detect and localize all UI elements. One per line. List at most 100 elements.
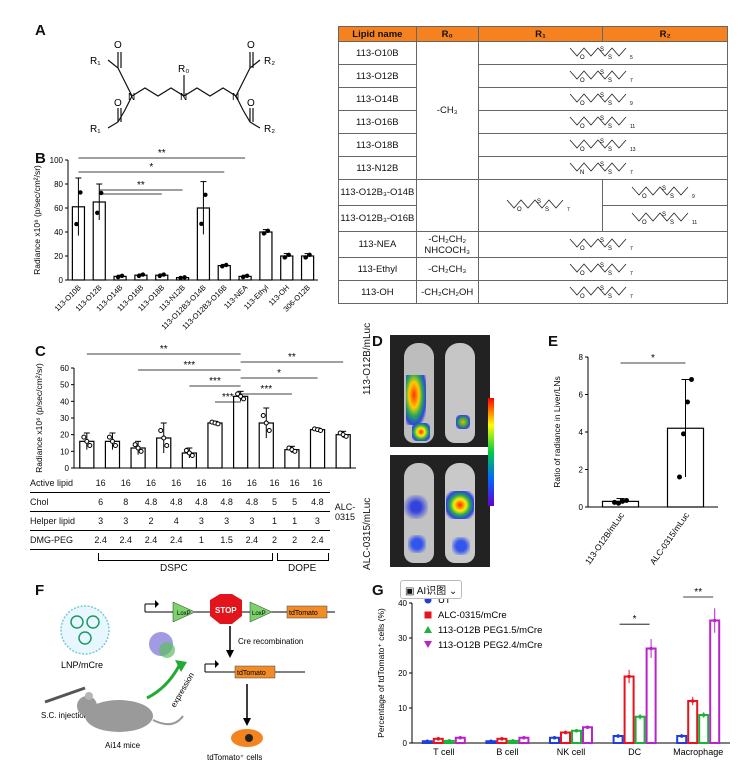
y-tick-label: 30	[398, 634, 407, 643]
data-point	[164, 443, 170, 448]
svg-text:11: 11	[692, 220, 697, 225]
sig-label: *	[149, 162, 153, 173]
data-point	[612, 499, 617, 505]
y-axis-label: Radiance x10⁶ (p/sec/cm²/sr)	[32, 165, 42, 275]
svg-text:S: S	[608, 294, 612, 299]
ai-recognize-button[interactable]: ▣ AI识图 ⌄	[400, 580, 463, 599]
loxp-2: LoxP	[252, 611, 266, 617]
data-point	[343, 433, 349, 439]
r0-ch3: -CH₃	[415, 41, 479, 180]
row-name: 113-O12B	[338, 64, 417, 88]
ai14-label: Ai14 mice	[105, 741, 141, 750]
legend-label: ALC-0315/mCre	[438, 610, 507, 621]
dspc-tick	[272, 553, 273, 561]
y-tick-label: 2	[579, 466, 584, 475]
data-point	[303, 255, 308, 260]
svg-text:11: 11	[630, 124, 635, 129]
data-point	[240, 274, 246, 280]
o-atom-4: O	[247, 98, 255, 109]
composition-cell: 2.4	[239, 530, 265, 550]
bar	[687, 700, 699, 744]
svg-text:7: 7	[630, 78, 633, 83]
data-point	[307, 252, 312, 257]
panel-a-label: A	[35, 22, 46, 39]
row-name: 113-O10B	[338, 41, 417, 65]
data-point	[81, 434, 87, 440]
th-r1: R₁	[477, 26, 604, 42]
composition-cell: 2.4	[163, 530, 189, 550]
svg-text:9: 9	[630, 101, 633, 106]
data-point	[638, 714, 642, 719]
data-point	[74, 221, 79, 227]
svg-text:O: O	[580, 147, 585, 152]
bar	[232, 395, 249, 469]
row-name: 113-N12B	[338, 156, 417, 180]
panel-c-label: C	[35, 343, 46, 360]
dspc-label: DSPC	[160, 563, 188, 574]
composition-cell: 1	[264, 511, 285, 531]
row-name: 113-O18B	[338, 133, 417, 157]
data-point	[522, 735, 526, 740]
data-point	[136, 273, 142, 279]
svg-text:S: S	[608, 147, 612, 152]
composition-cell: 16	[264, 474, 285, 493]
y-tick-label: 10	[60, 447, 69, 456]
ivis-image-bottom	[390, 455, 490, 567]
data-point	[263, 420, 269, 426]
svg-text:S: S	[662, 186, 666, 192]
x-tick-label: B cell	[496, 747, 518, 757]
ai-chip-label: AI识图	[416, 586, 447, 597]
data-point	[701, 713, 706, 717]
composition-cell: 2	[264, 530, 285, 550]
data-point	[203, 192, 208, 197]
bar	[645, 647, 657, 744]
data-point	[624, 497, 629, 503]
svg-text:O: O	[580, 101, 585, 106]
legend-label: 113-O12B PEG2.4/mCre	[438, 640, 542, 651]
bar	[698, 714, 710, 744]
svg-text:S: S	[600, 93, 604, 99]
svg-text:S: S	[600, 238, 604, 244]
o-atom-1: O	[114, 40, 122, 51]
data-point	[178, 275, 183, 281]
svg-text:N: N	[580, 170, 584, 175]
data-point	[292, 448, 298, 454]
svg-text:S: S	[545, 207, 549, 212]
composition-cell: 3	[214, 511, 240, 531]
svg-text:S: S	[608, 246, 612, 251]
y-tick-label: 80	[54, 180, 63, 189]
data-point	[616, 734, 620, 738]
lipid-core-structure: N N N R₀ O O O O R₁ R₁ R₂ R₂	[90, 40, 275, 135]
svg-text:S: S	[608, 170, 612, 175]
data-point	[436, 737, 441, 741]
sig-label: **	[160, 344, 168, 355]
svg-text:7: 7	[630, 170, 633, 175]
svg-text:7: 7	[630, 246, 633, 251]
y-tick-label: 50	[60, 381, 69, 390]
y-axis-label: Radiance x10⁶ (p/sec/cm²/sr)	[34, 363, 44, 473]
bar	[623, 675, 635, 744]
svg-text:S: S	[600, 286, 604, 292]
svg-text:O: O	[517, 207, 522, 212]
bar	[259, 231, 273, 281]
data-point	[135, 445, 141, 451]
sig-label: ***	[260, 384, 272, 395]
svg-text:O: O	[580, 78, 585, 83]
composition-cell: 4.8	[163, 492, 189, 512]
data-point	[140, 272, 146, 277]
bar	[634, 715, 646, 744]
bar	[217, 264, 231, 281]
sig-label: ***	[184, 360, 196, 371]
panel-f-label: F	[35, 582, 45, 599]
sig-label: ***	[222, 392, 234, 403]
